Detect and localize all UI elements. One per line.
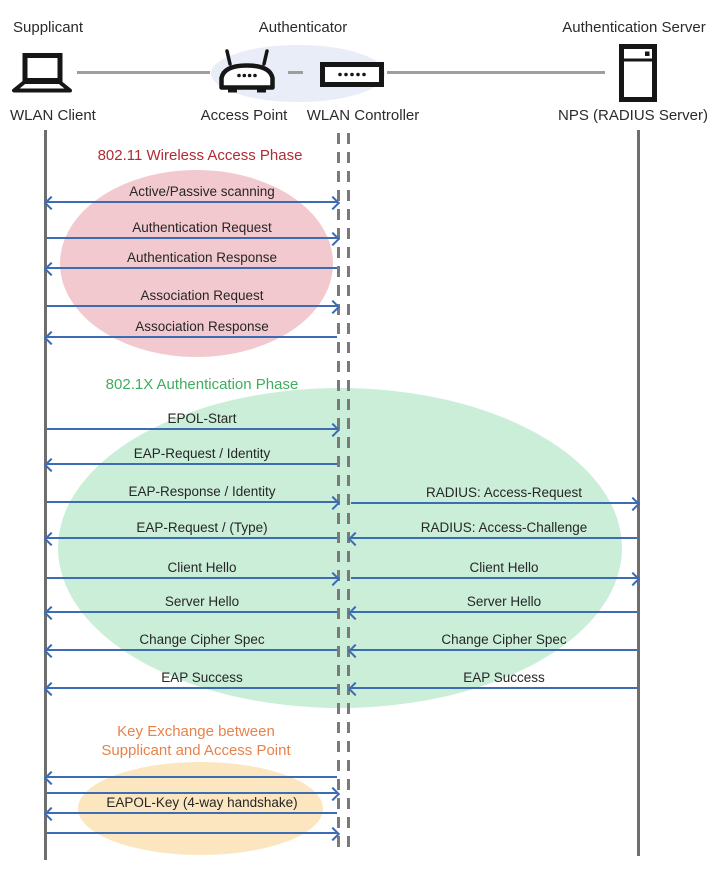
message-line xyxy=(351,611,637,613)
message-line xyxy=(47,649,337,651)
message-arrow: EAP Success xyxy=(43,670,337,696)
phase-title-line: Supplicant and Access Point xyxy=(101,742,291,759)
server-icon xyxy=(619,44,657,102)
lifeline-nps xyxy=(637,130,640,856)
message-label: Association Response xyxy=(135,319,269,334)
message-line xyxy=(351,577,637,579)
message-line xyxy=(47,687,337,689)
message-arrow: RADIUS: Access-Challenge xyxy=(347,520,637,546)
message-label: Active/Passive scanning xyxy=(129,184,275,199)
message-label: Authentication Request xyxy=(132,220,272,235)
lifeline-wlan-controller-left xyxy=(337,133,340,855)
message-label: EPOL-Start xyxy=(167,411,237,426)
role-label-supplicant: Supplicant xyxy=(13,19,84,36)
message-label: RADIUS: Access-Request xyxy=(425,485,583,500)
message-arrow xyxy=(47,826,341,841)
node-label-wlan-client: WLAN Client xyxy=(10,107,96,124)
message-label: EAP-Request / (Type) xyxy=(136,520,268,535)
message-arrow: EAP Success xyxy=(347,670,637,696)
role-label-authenticator: Authenticator xyxy=(258,19,348,36)
message-line xyxy=(351,502,637,504)
message-label: Client Hello xyxy=(167,560,237,575)
connector-controller-server xyxy=(387,71,605,74)
node-label-access-point: Access Point xyxy=(200,107,288,124)
phase-title-line: 802.1X Authentication Phase xyxy=(105,376,299,393)
authentication-phase-title: 802.1X Authentication Phase xyxy=(106,375,299,394)
message-arrow: Authentication Request xyxy=(47,220,341,246)
phase-title-line: 802.11 Wireless Access Phase xyxy=(97,147,303,164)
message-label: EAP Success xyxy=(161,670,243,685)
message-line xyxy=(47,428,337,430)
message-line xyxy=(351,537,637,539)
message-label: EAP-Response / Identity xyxy=(128,484,276,499)
lifeline-wlan-client xyxy=(44,130,47,860)
message-arrow: EAPOL-Key (4-way handshake) xyxy=(43,795,337,821)
role-label-authentication-server: Authentication Server xyxy=(562,19,706,36)
laptop-icon xyxy=(10,52,74,94)
message-arrow: Association Response xyxy=(43,319,337,345)
connector-ap-controller xyxy=(288,71,303,74)
message-arrow: Authentication Response xyxy=(43,250,337,276)
connector-client-ap xyxy=(77,71,210,74)
message-arrow: Client Hello xyxy=(351,560,641,586)
message-line xyxy=(47,267,337,269)
message-line xyxy=(47,611,337,613)
message-arrow: Client Hello xyxy=(47,560,341,586)
message-arrow: EPOL-Start xyxy=(47,411,341,437)
authentication-phase-ellipse xyxy=(58,388,622,708)
message-label: Client Hello xyxy=(469,560,539,575)
message-label: Server Hello xyxy=(164,594,240,609)
message-arrow: Change Cipher Spec xyxy=(347,632,637,658)
message-arrow xyxy=(47,786,341,801)
message-line xyxy=(351,649,637,651)
message-arrow: Change Cipher Spec xyxy=(43,632,337,658)
message-line xyxy=(47,201,337,203)
wlan-controller-icon xyxy=(320,62,384,87)
message-label: Change Cipher Spec xyxy=(441,632,567,647)
message-label: EAPOL-Key (4-way handshake) xyxy=(106,795,298,810)
node-label-nps-radius-server: NPS (RADIUS Server) xyxy=(557,107,709,124)
message-label: Association Request xyxy=(140,288,264,303)
message-arrow: Server Hello xyxy=(43,594,337,620)
wireless-access-phase-title: 802.11 Wireless Access Phase xyxy=(98,146,303,165)
message-line xyxy=(47,832,337,834)
message-line xyxy=(47,237,337,239)
message-line xyxy=(47,792,337,794)
message-line xyxy=(47,305,337,307)
message-arrow: EAP-Request / Identity xyxy=(43,446,337,472)
message-arrow xyxy=(43,770,337,785)
message-label: EAP Success xyxy=(463,670,545,685)
message-arrow: EAP-Response / Identity xyxy=(47,484,341,510)
phase-title-line: Key Exchange between xyxy=(117,723,275,740)
message-line xyxy=(47,812,337,814)
message-line xyxy=(47,336,337,338)
access-point-icon xyxy=(216,47,278,94)
message-arrow: Active/Passive scanning xyxy=(43,184,341,210)
message-label: RADIUS: Access-Challenge xyxy=(420,520,588,535)
message-label: Change Cipher Spec xyxy=(139,632,265,647)
message-line xyxy=(47,537,337,539)
message-label: Server Hello xyxy=(466,594,542,609)
message-arrow: Association Request xyxy=(47,288,341,314)
message-label: EAP-Request / Identity xyxy=(133,446,271,461)
message-arrow: EAP-Request / (Type) xyxy=(43,520,337,546)
message-arrow: RADIUS: Access-Request xyxy=(351,485,641,511)
message-label: Authentication Response xyxy=(126,250,278,265)
message-line xyxy=(47,577,337,579)
lifeline-wlan-controller-right xyxy=(347,133,350,855)
message-line xyxy=(47,501,337,503)
node-label-wlan-controller: WLAN Controller xyxy=(306,107,420,124)
message-arrow: Server Hello xyxy=(347,594,637,620)
message-line xyxy=(47,776,337,778)
message-line xyxy=(47,463,337,465)
message-line xyxy=(351,687,637,689)
